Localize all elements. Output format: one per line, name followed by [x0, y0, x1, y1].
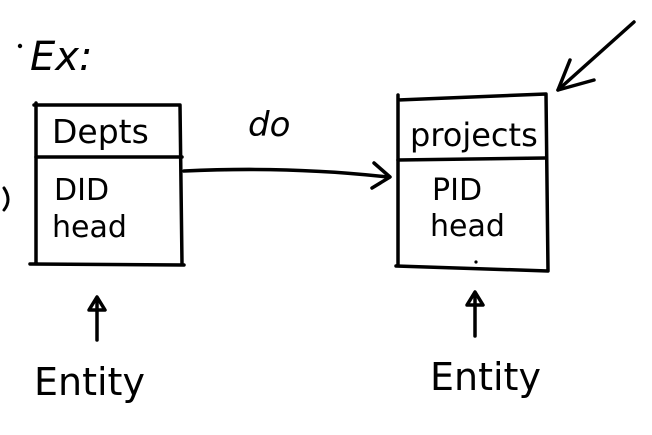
- up-arrow-icon: [87, 295, 107, 312]
- entity-title: Depts: [52, 112, 149, 151]
- pointer-arrow: [556, 20, 636, 92]
- example-label-group: Ex:: [17, 34, 92, 80]
- entity-caption: Entity: [34, 360, 145, 404]
- caption-left: Entity: [34, 295, 145, 404]
- attribute-label: head: [52, 210, 127, 245]
- arrow-head-icon: [370, 161, 392, 190]
- entity-box-outline: [28, 101, 186, 267]
- relationship-arrow-line: [182, 167, 390, 179]
- relationship-do: do: [182, 105, 392, 190]
- title-divider: [396, 156, 548, 162]
- entity-title: projects: [410, 116, 538, 154]
- relationship-label: do: [248, 105, 290, 145]
- attribute-label: head: [430, 209, 505, 244]
- bullet-dot: [17, 43, 23, 49]
- entity-box-outline: [394, 92, 550, 273]
- up-arrow-icon: [465, 290, 485, 307]
- entity-caption: Entity: [430, 355, 541, 399]
- stray-dot: [474, 260, 478, 264]
- attribute-label: PID: [432, 173, 482, 208]
- edge-mark: [2, 186, 10, 212]
- entity-box-depts: Depts DID head: [28, 101, 186, 267]
- entity-box-projects: projects PID head: [394, 92, 550, 273]
- caption-right: Entity: [430, 290, 541, 399]
- example-label: Ex:: [30, 34, 92, 80]
- attribute-label: DID: [54, 173, 109, 208]
